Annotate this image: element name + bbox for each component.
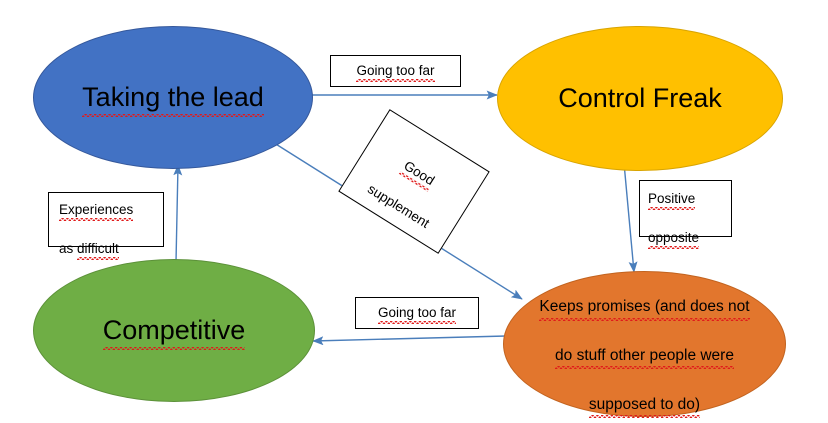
node-control-freak[interactable]: Control Freak (497, 26, 783, 171)
edge-label-going-too-far-top-text: Going too far (356, 61, 435, 82)
node-competitive[interactable]: Competitive (33, 259, 315, 402)
node-keeps-promises[interactable]: Keeps promises (and does not do stuff ot… (503, 271, 786, 419)
edge-label-positive-line-2: opposite (648, 228, 700, 249)
edge-label-good-supplement[interactable]: Good supplement (338, 109, 490, 254)
edge-label-positive-line-1: Positive (648, 189, 696, 210)
edge-label-good-supplement-line-2: supplement (365, 181, 433, 231)
node-control-freak-label: Control Freak (558, 83, 722, 114)
edge-label-going-too-far-top[interactable]: Going too far (330, 55, 461, 87)
node-keeps-promises-line-2: do stuff other people were (555, 344, 734, 370)
edge-label-experiences-as-difficult[interactable]: Experiences as difficult (48, 192, 164, 260)
edge-label-experiences-line-2: as difficult (59, 241, 119, 260)
node-taking-the-lead-label: Taking the lead (72, 80, 274, 117)
node-keeps-promises-line-3: supposed to do) (588, 393, 701, 419)
node-taking-the-lead[interactable]: Taking the lead (33, 26, 313, 169)
edge-label-experiences-line-1: Experiences (59, 200, 134, 221)
edge-label-going-too-far-bottom-text: Going too far (377, 303, 457, 324)
edge-label-positive-opposite-text: Positive opposite (648, 169, 700, 249)
node-keeps-promises-line-1: Keeps promises (and does not (539, 295, 750, 322)
node-competitive-label: Competitive (93, 313, 256, 350)
connector-competitive-to-taking-the-lead (173, 164, 183, 263)
connector-control-freak-to-keeps-promises (623, 162, 638, 273)
edge-label-good-supplement-line-1: Good (400, 156, 438, 190)
node-keeps-promises-label: Keeps promises (and does not do stuff ot… (529, 271, 759, 419)
connector-keeps-promises-to-competitive (312, 335, 507, 346)
edge-label-good-supplement-text: Good supplement (364, 130, 465, 233)
edge-label-experiences-as-difficult-text: Experiences as difficult (59, 180, 134, 260)
edge-label-positive-opposite[interactable]: Positive opposite (639, 180, 732, 249)
edge-label-going-too-far-bottom[interactable]: Going too far (355, 297, 479, 329)
